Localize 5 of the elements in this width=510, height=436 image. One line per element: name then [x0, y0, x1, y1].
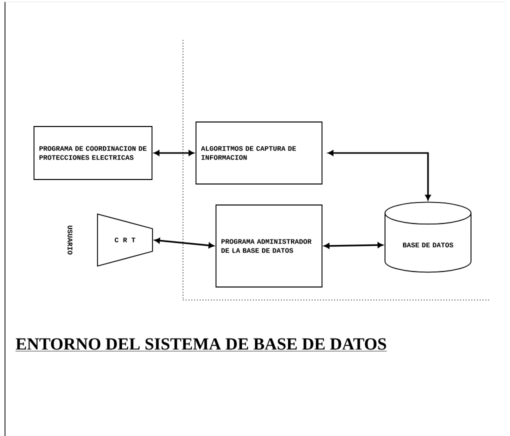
- arrow: [154, 238, 214, 248]
- arrow: [154, 150, 194, 156]
- caption: ENTORNO DEL SISTEMA DE BASE DE DATOS: [15, 338, 387, 352]
- arrow: [328, 150, 431, 200]
- arrow: [324, 242, 384, 249]
